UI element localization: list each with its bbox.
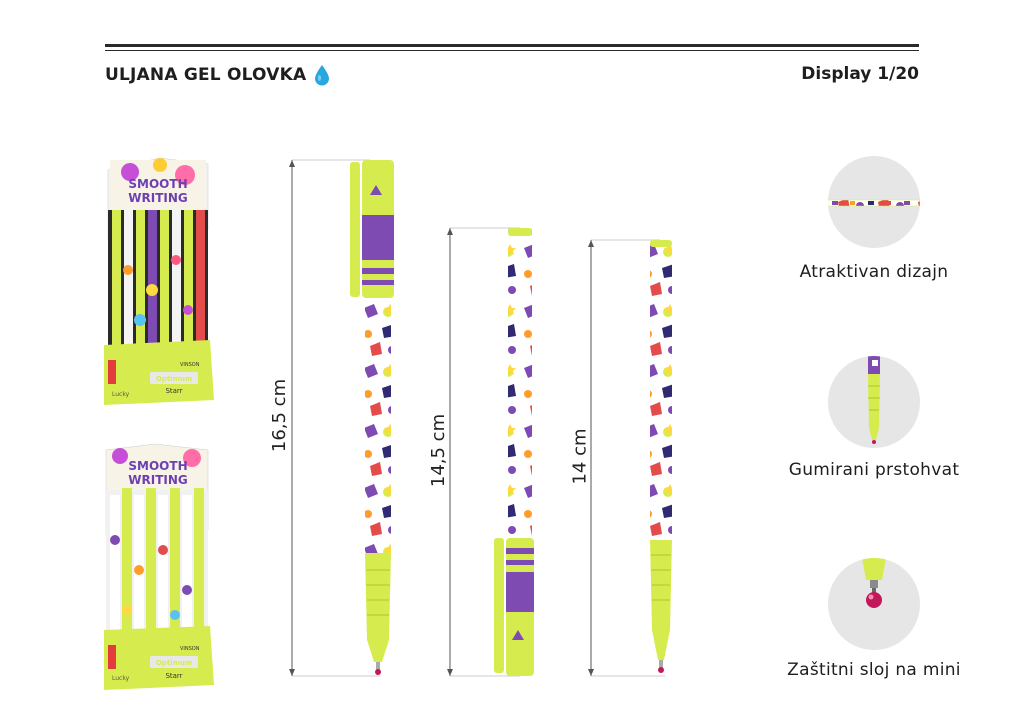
measure-line-1 — [289, 159, 380, 677]
feature-label-tip: Zaštitni sloj na mini — [787, 660, 961, 680]
feature-circle-tip — [828, 558, 920, 650]
pen-1-length: 16,5 cm — [269, 378, 291, 453]
feature-label-grip: Gumirani prstohvat — [788, 460, 960, 480]
pen-3-length: 14 cm — [569, 428, 591, 485]
box2-headline-2: WRITING — [128, 473, 187, 487]
pen-pattern-icon — [828, 199, 920, 207]
page-title: ULJANA GEL OLOVKA — [105, 64, 330, 86]
pen-3 — [650, 240, 672, 673]
box-headline-2: WRITING — [128, 191, 187, 205]
feature-circle-grip — [828, 356, 920, 448]
tip-cover-icon — [862, 558, 886, 608]
pen-1 — [350, 160, 394, 675]
box-maker-1: Lucky — [112, 391, 130, 398]
feature-circle-design — [828, 156, 920, 248]
box-maker-2: Lucky — [112, 675, 130, 682]
feature-label-design: Atraktivan dizajn — [799, 262, 949, 282]
box-sub-brand-1: Starr — [165, 387, 182, 395]
title-text: ULJANA GEL OLOVKA — [105, 65, 307, 85]
pen-2 — [494, 228, 534, 676]
measure-line-2 — [447, 227, 520, 677]
box-brand-1: Optimum — [156, 375, 192, 383]
header-rule-thick — [105, 44, 919, 47]
box-headline-1: SMOOTH — [128, 177, 187, 191]
rubber-grip-icon — [868, 356, 880, 444]
box2-headline-1: SMOOTH — [128, 459, 187, 473]
box-small-brand-2: VINSON — [180, 646, 200, 652]
box-brand-2: Optimum — [156, 659, 192, 667]
box-small-brand-1: VINSON — [180, 362, 200, 368]
box-sub-brand-2: Starr — [165, 672, 182, 680]
header-rule-thin — [105, 50, 919, 51]
pen-2-length: 14,5 cm — [428, 413, 450, 488]
display-box-image-1: SMOOTH WRITING Optimum Starr Lucky VINSO… — [104, 157, 214, 405]
display-count: Display 1/20 — [801, 64, 919, 84]
measure-line-3 — [588, 239, 665, 677]
ink-drop-icon — [315, 65, 330, 86]
display-box-image-2: SMOOTH WRITING Optimum Starr Lucky VINSO… — [104, 443, 214, 690]
